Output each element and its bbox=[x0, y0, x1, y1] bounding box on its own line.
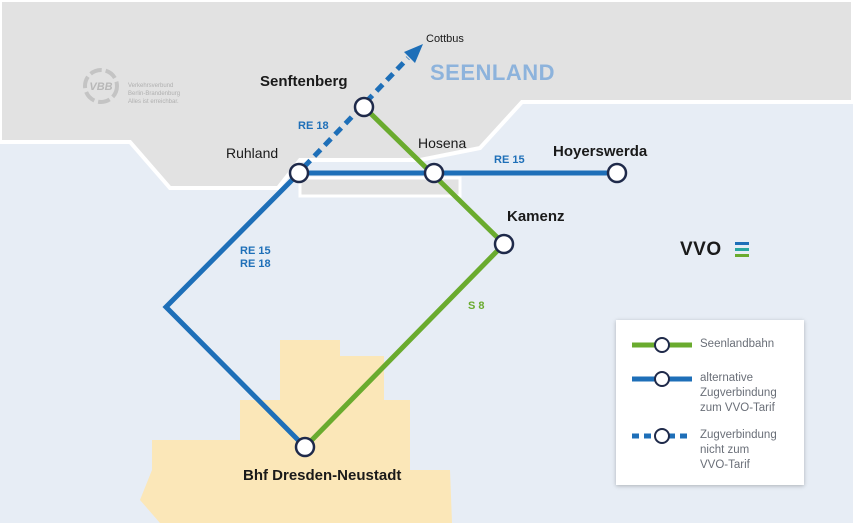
station-label-senftenberg: Senftenberg bbox=[260, 73, 348, 90]
station-hoyerswerda-marker[interactable] bbox=[606, 162, 628, 184]
line-label-re15-west: RE 15 bbox=[240, 245, 271, 257]
brandenburg-area bbox=[0, 0, 853, 190]
station-ruhland-marker[interactable] bbox=[288, 162, 310, 184]
station-kamenz-marker[interactable] bbox=[493, 233, 515, 255]
svg-text:VBB: VBB bbox=[89, 81, 112, 93]
destination-label-cottbus: Cottbus bbox=[426, 33, 464, 45]
legend-text-notvvo-3: VVO-Tarif bbox=[700, 459, 750, 471]
legend-swatch-blue-dashed bbox=[632, 428, 692, 444]
line-label-re18-top: RE 18 bbox=[298, 120, 329, 132]
legend-text-notvvo-1: Zugverbindung bbox=[700, 429, 777, 441]
station-senftenberg-marker[interactable] bbox=[353, 96, 375, 118]
line-label-s8: S 8 bbox=[468, 300, 485, 312]
vbb-line-2: Berlin-Brandenburg bbox=[128, 91, 181, 97]
line-re15-re18-west bbox=[162, 171, 307, 449]
vbb-line-3: Alles ist erreichbar. bbox=[128, 99, 179, 105]
line-label-re15-east: RE 15 bbox=[494, 154, 525, 166]
station-label-kamenz: Kamenz bbox=[507, 208, 565, 225]
station-label-hosena: Hosena bbox=[418, 135, 467, 151]
legend: Seenlandbahn alternative Zugverbindung z… bbox=[616, 320, 804, 485]
legend-text-alt-3: zum VVO-Tarif bbox=[700, 402, 775, 414]
station-label-ruhland: Ruhland bbox=[226, 145, 279, 161]
legend-swatch-blue-solid bbox=[632, 371, 692, 387]
station-label-dresden: Bhf Dresden-Neustadt bbox=[243, 467, 402, 484]
station-dresden-marker[interactable] bbox=[294, 436, 316, 458]
arrow-to-cottbus bbox=[404, 44, 423, 63]
lake-area bbox=[298, 176, 462, 198]
region-label-seenland: SEENLAND bbox=[430, 60, 556, 85]
legend-item-seenlandbahn: Seenlandbahn bbox=[616, 334, 804, 356]
legend-text-alt-2: Zugverbindung bbox=[700, 387, 777, 399]
station-label-hoyerswerda: Hoyerswerda bbox=[553, 143, 648, 160]
legend-swatch-green bbox=[632, 337, 692, 353]
vvo-logo-icon bbox=[735, 242, 749, 257]
legend-item-not-vvo: Zugverbindung nicht zum VVO-Tarif bbox=[616, 425, 804, 475]
vbb-logo-icon: VBB bbox=[83, 68, 119, 104]
legend-text-notvvo-2: nicht zum bbox=[700, 444, 750, 456]
dresden-area bbox=[140, 340, 452, 523]
legend-item-alternative: alternative Zugverbindung zum VVO-Tarif bbox=[616, 368, 804, 418]
station-hosena-marker[interactable] bbox=[423, 162, 445, 184]
vvo-logo-text: VVO bbox=[680, 239, 722, 260]
line-label-re18-west: RE 18 bbox=[240, 258, 271, 270]
vbb-logo-text: Verkehrsverbund Berlin-Brandenburg Alles… bbox=[128, 82, 180, 106]
legend-text-alt-1: alternative bbox=[700, 372, 754, 384]
vbb-line-1: Verkehrsverbund bbox=[128, 83, 174, 89]
legend-text-seenlandbahn: Seenlandbahn bbox=[700, 338, 775, 350]
